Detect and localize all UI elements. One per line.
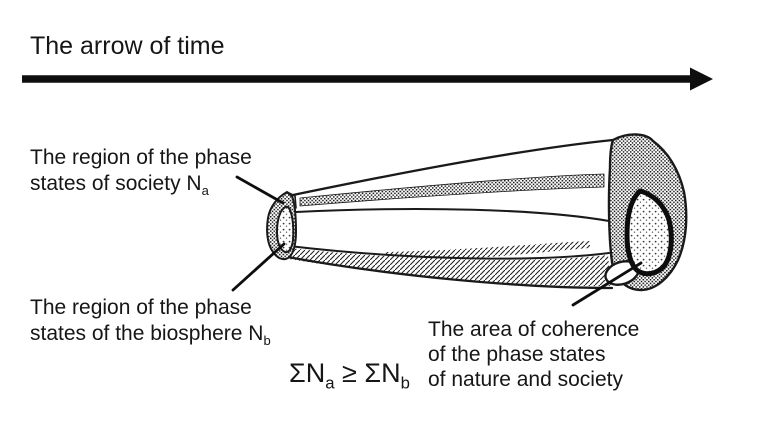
subscript-b: b [263,333,271,349]
time-arrow-icon [22,67,713,91]
phase-states-horn-sketch [266,133,688,292]
formula-rhs: ΣN [364,358,401,388]
pointer-line-coherence [571,261,643,307]
formula-lhs: ΣN [289,358,326,388]
label-coherence: The area of coherence of the phase state… [428,317,639,392]
coherence-area-blob [624,188,674,277]
label-society-line2: states of society Na [30,172,209,199]
horn-top-edge [291,138,615,197]
label-biosphere-line2: states of the biosphere Nb [30,322,271,349]
horn-bottom-hatch-wedge [283,248,611,287]
pointer-lines [231,175,643,307]
horn-top-stipple-band [299,173,605,207]
label-biosphere-line1: The region of the phase [30,296,252,319]
label-society: The region of the phase states of societ… [30,145,252,197]
formula-rhs-sub: b [400,373,410,393]
pointer-line-biosphere [231,242,286,292]
label-biosphere: The region of the phase states of the bi… [30,295,271,347]
label-coherence-line1: The area of coherence [428,318,640,341]
inequality-formula: ΣNa ≥ ΣNb [289,358,410,393]
figure-title: The arrow of time [30,32,225,60]
horn-bottom-hatch-sliver [385,241,590,262]
horn-narrow-end-opening [276,205,295,254]
horn-bottom-outer-edge [280,254,614,290]
horn-bottom-front-edge [288,245,610,260]
horn-narrow-end-facet [286,191,297,209]
formula-lhs-sub: a [325,373,335,393]
formula-operator: ≥ [342,358,357,388]
label-society-line1: The region of the phase [30,146,252,169]
label-coherence-line2: of the phase states [428,343,606,366]
label-coherence-line3: of nature and society [428,368,623,391]
subscript-a: a [201,183,209,199]
horn-front-top-edge [295,208,610,222]
pointer-line-society [235,175,285,205]
